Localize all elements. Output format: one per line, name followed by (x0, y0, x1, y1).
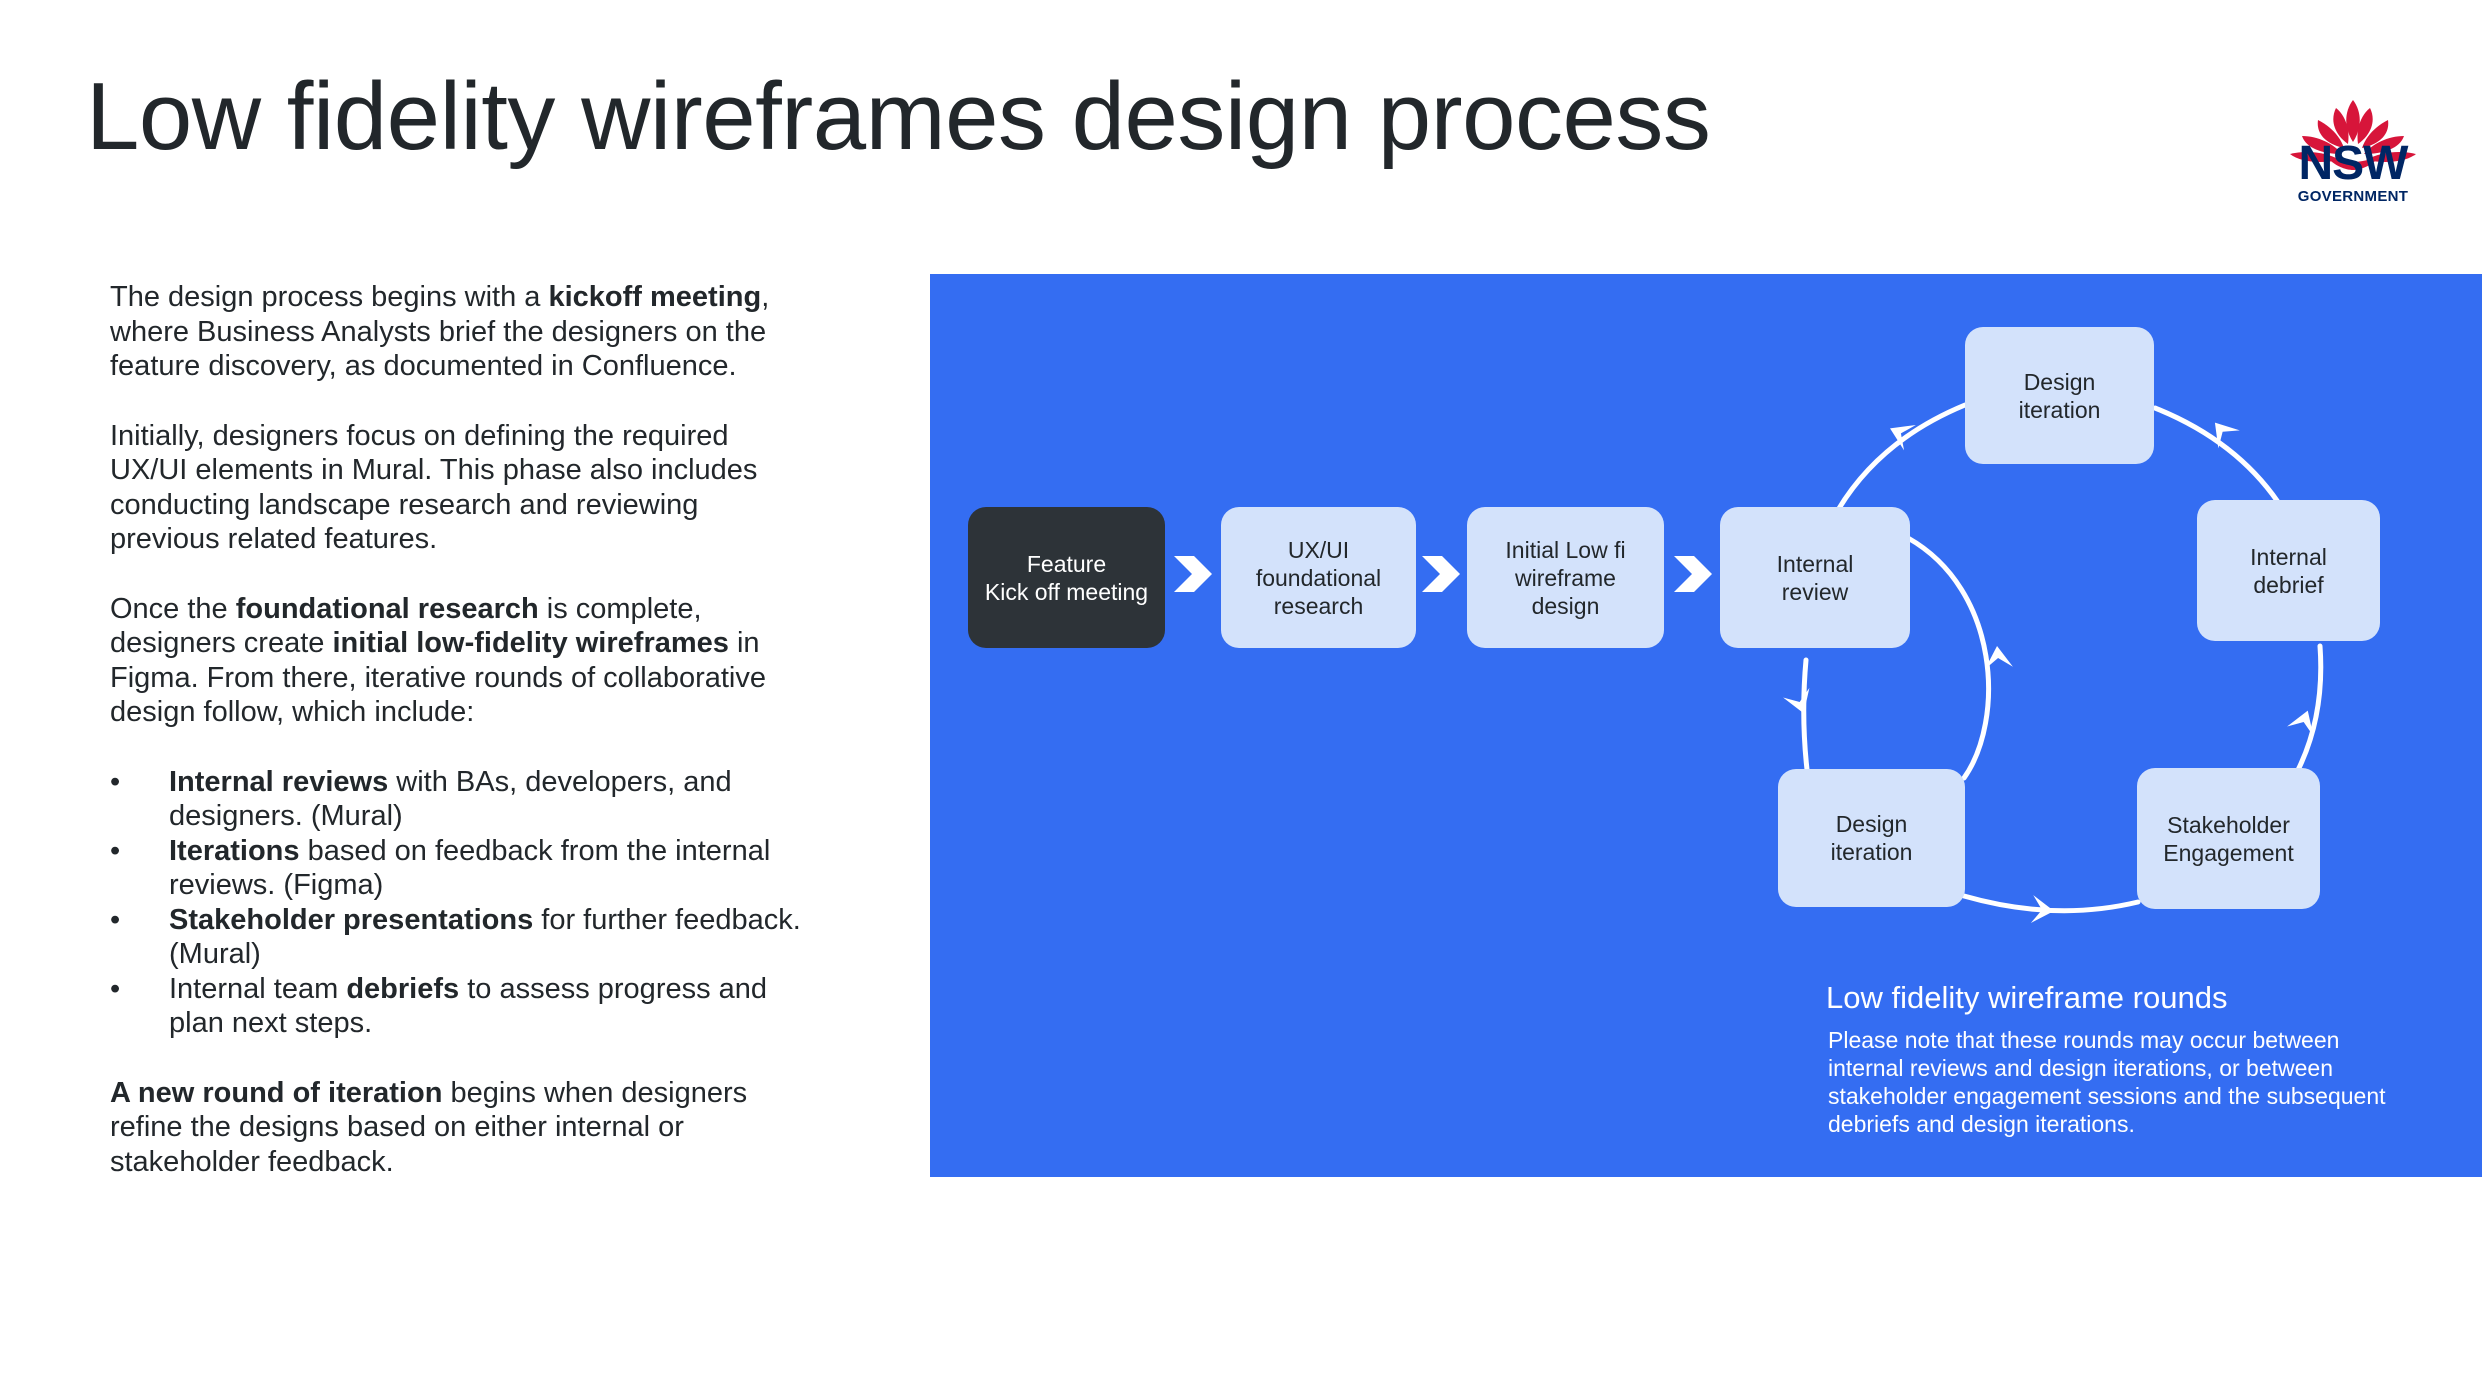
node-label: Stakeholder Engagement (2163, 811, 2294, 866)
node-internal-review: Internal review (1720, 507, 1910, 648)
list-item: Internal reviews with BAs, developers, a… (110, 765, 810, 834)
node-label: Initial Low fi wireframe design (1505, 536, 1626, 619)
bottom-connector-arc (1961, 893, 2141, 914)
node-label: Design iteration (2018, 368, 2101, 423)
list-item: Iterations based on feedback from the in… (110, 834, 810, 903)
right-loop-lower-arc (2295, 643, 2324, 773)
node-initial-wireframe: Initial Low fi wireframe design (1467, 507, 1664, 648)
node-design-iteration-top: Design iteration (1965, 327, 2154, 464)
logo-government-text: GOVERNMENT (2297, 188, 2409, 205)
chevron-right-icon (1174, 556, 1212, 592)
arrowhead-up-icon (2214, 422, 2240, 449)
left-loop-outer-arc (1801, 657, 1811, 781)
chevron-right-icon (1422, 556, 1460, 592)
intro-paragraph-4: A new round of iteration begins when des… (110, 1076, 748, 1178)
node-feature-kickoff: Feature Kick off meeting (968, 507, 1165, 648)
node-foundational-research: UX/UI foundational research (1221, 507, 1416, 648)
logo-nsw-text: NSW (2298, 137, 2409, 190)
activity-list: Internal reviews with BAs, developers, a… (110, 765, 810, 1041)
chevron-right-icon (1674, 556, 1712, 592)
arrowhead-right-icon (2030, 895, 2054, 923)
node-label: Design iteration (1830, 811, 1913, 865)
node-label: Internal debrief (2250, 543, 2327, 598)
page-title: Low fidelity wireframes design process (86, 63, 1711, 170)
intro-text: The design process begins with a kickoff… (110, 280, 810, 1214)
list-item: Stakeholder presentations for further fe… (110, 903, 810, 972)
nsw-waratah-logo (2290, 100, 2416, 170)
left-loop-right-arc (1905, 535, 1992, 781)
logo-wordmark: NSW GOVERNMENT (2286, 140, 2420, 206)
process-diagram-panel (930, 274, 2482, 1177)
node-internal-debrief: Internal debrief (2197, 500, 2380, 641)
arrowhead-up-icon (1890, 424, 1916, 451)
intro-paragraph-3: Once the foundational research is comple… (110, 592, 766, 729)
rounds-note-body: Please note that these rounds may occur … (1828, 1027, 2386, 1137)
node-design-iteration-bottom: Design iteration (1778, 769, 1965, 907)
node-label: Internal review (1776, 550, 1854, 605)
node-stakeholder-engagement: Stakeholder Engagement (2137, 768, 2320, 909)
intro-paragraph-2: Initially, designers focus on defining t… (110, 419, 758, 556)
left-loop-upper-arc (1835, 402, 1968, 513)
right-loop-upper-arc (2152, 405, 2281, 505)
node-label: Feature Kick off meeting (984, 550, 1149, 605)
arrowhead-down-icon (1783, 687, 1810, 714)
arrowhead-up-icon (2287, 710, 2314, 737)
node-label: UX/UI foundational research (1255, 536, 1382, 619)
rounds-note-title: Low fidelity wireframe rounds (1826, 980, 2228, 1015)
arrowhead-up-icon (1985, 646, 2013, 670)
list-item: Internal team debriefs to assess progres… (110, 972, 810, 1041)
intro-paragraph-1: The design process begins with a kickoff… (110, 281, 770, 382)
